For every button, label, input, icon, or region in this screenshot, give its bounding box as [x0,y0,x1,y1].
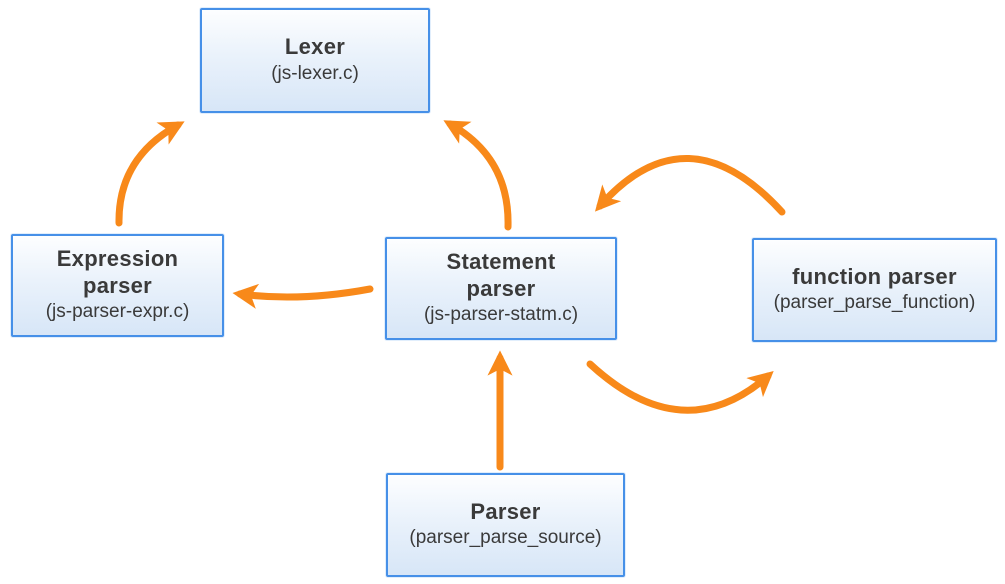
node-function-parser-title: function parser [792,263,957,289]
node-statement-parser: Statement parser (js-parser-statm.c) [385,237,617,340]
node-parser: Parser (parser_parse_source) [386,473,625,577]
node-function-parser: function parser (parser_parse_function) [752,238,997,342]
node-parser-title: Parser [470,498,541,524]
node-parser-subtitle: (parser_parse_source) [409,527,602,549]
node-expression-parser: Expression parser (js-parser-expr.c) [11,234,224,337]
node-lexer-title: Lexer [284,34,346,60]
arrow-expression-parser-to-lexer [115,121,185,227]
node-lexer: Lexer (js-lexer.c) [200,8,430,113]
node-expression-parser-title: Expression parser [56,246,179,298]
arrow-statement-parser-to-lexer [443,120,512,231]
node-expression-parser-subtitle: (js-parser-expr.c) [45,301,190,323]
node-statement-parser-subtitle: (js-parser-statm.c) [423,304,579,326]
arrow-statement-parser-to-expression-parser [232,283,374,309]
arrow-function-parser-to-statement-parser [594,155,786,216]
node-statement-parser-title: Statement parser [446,249,556,301]
arrow-statement-parser-to-function-parser [586,360,774,414]
node-lexer-subtitle: (js-lexer.c) [271,62,359,84]
node-function-parser-subtitle: (parser_parse_function) [773,292,976,314]
